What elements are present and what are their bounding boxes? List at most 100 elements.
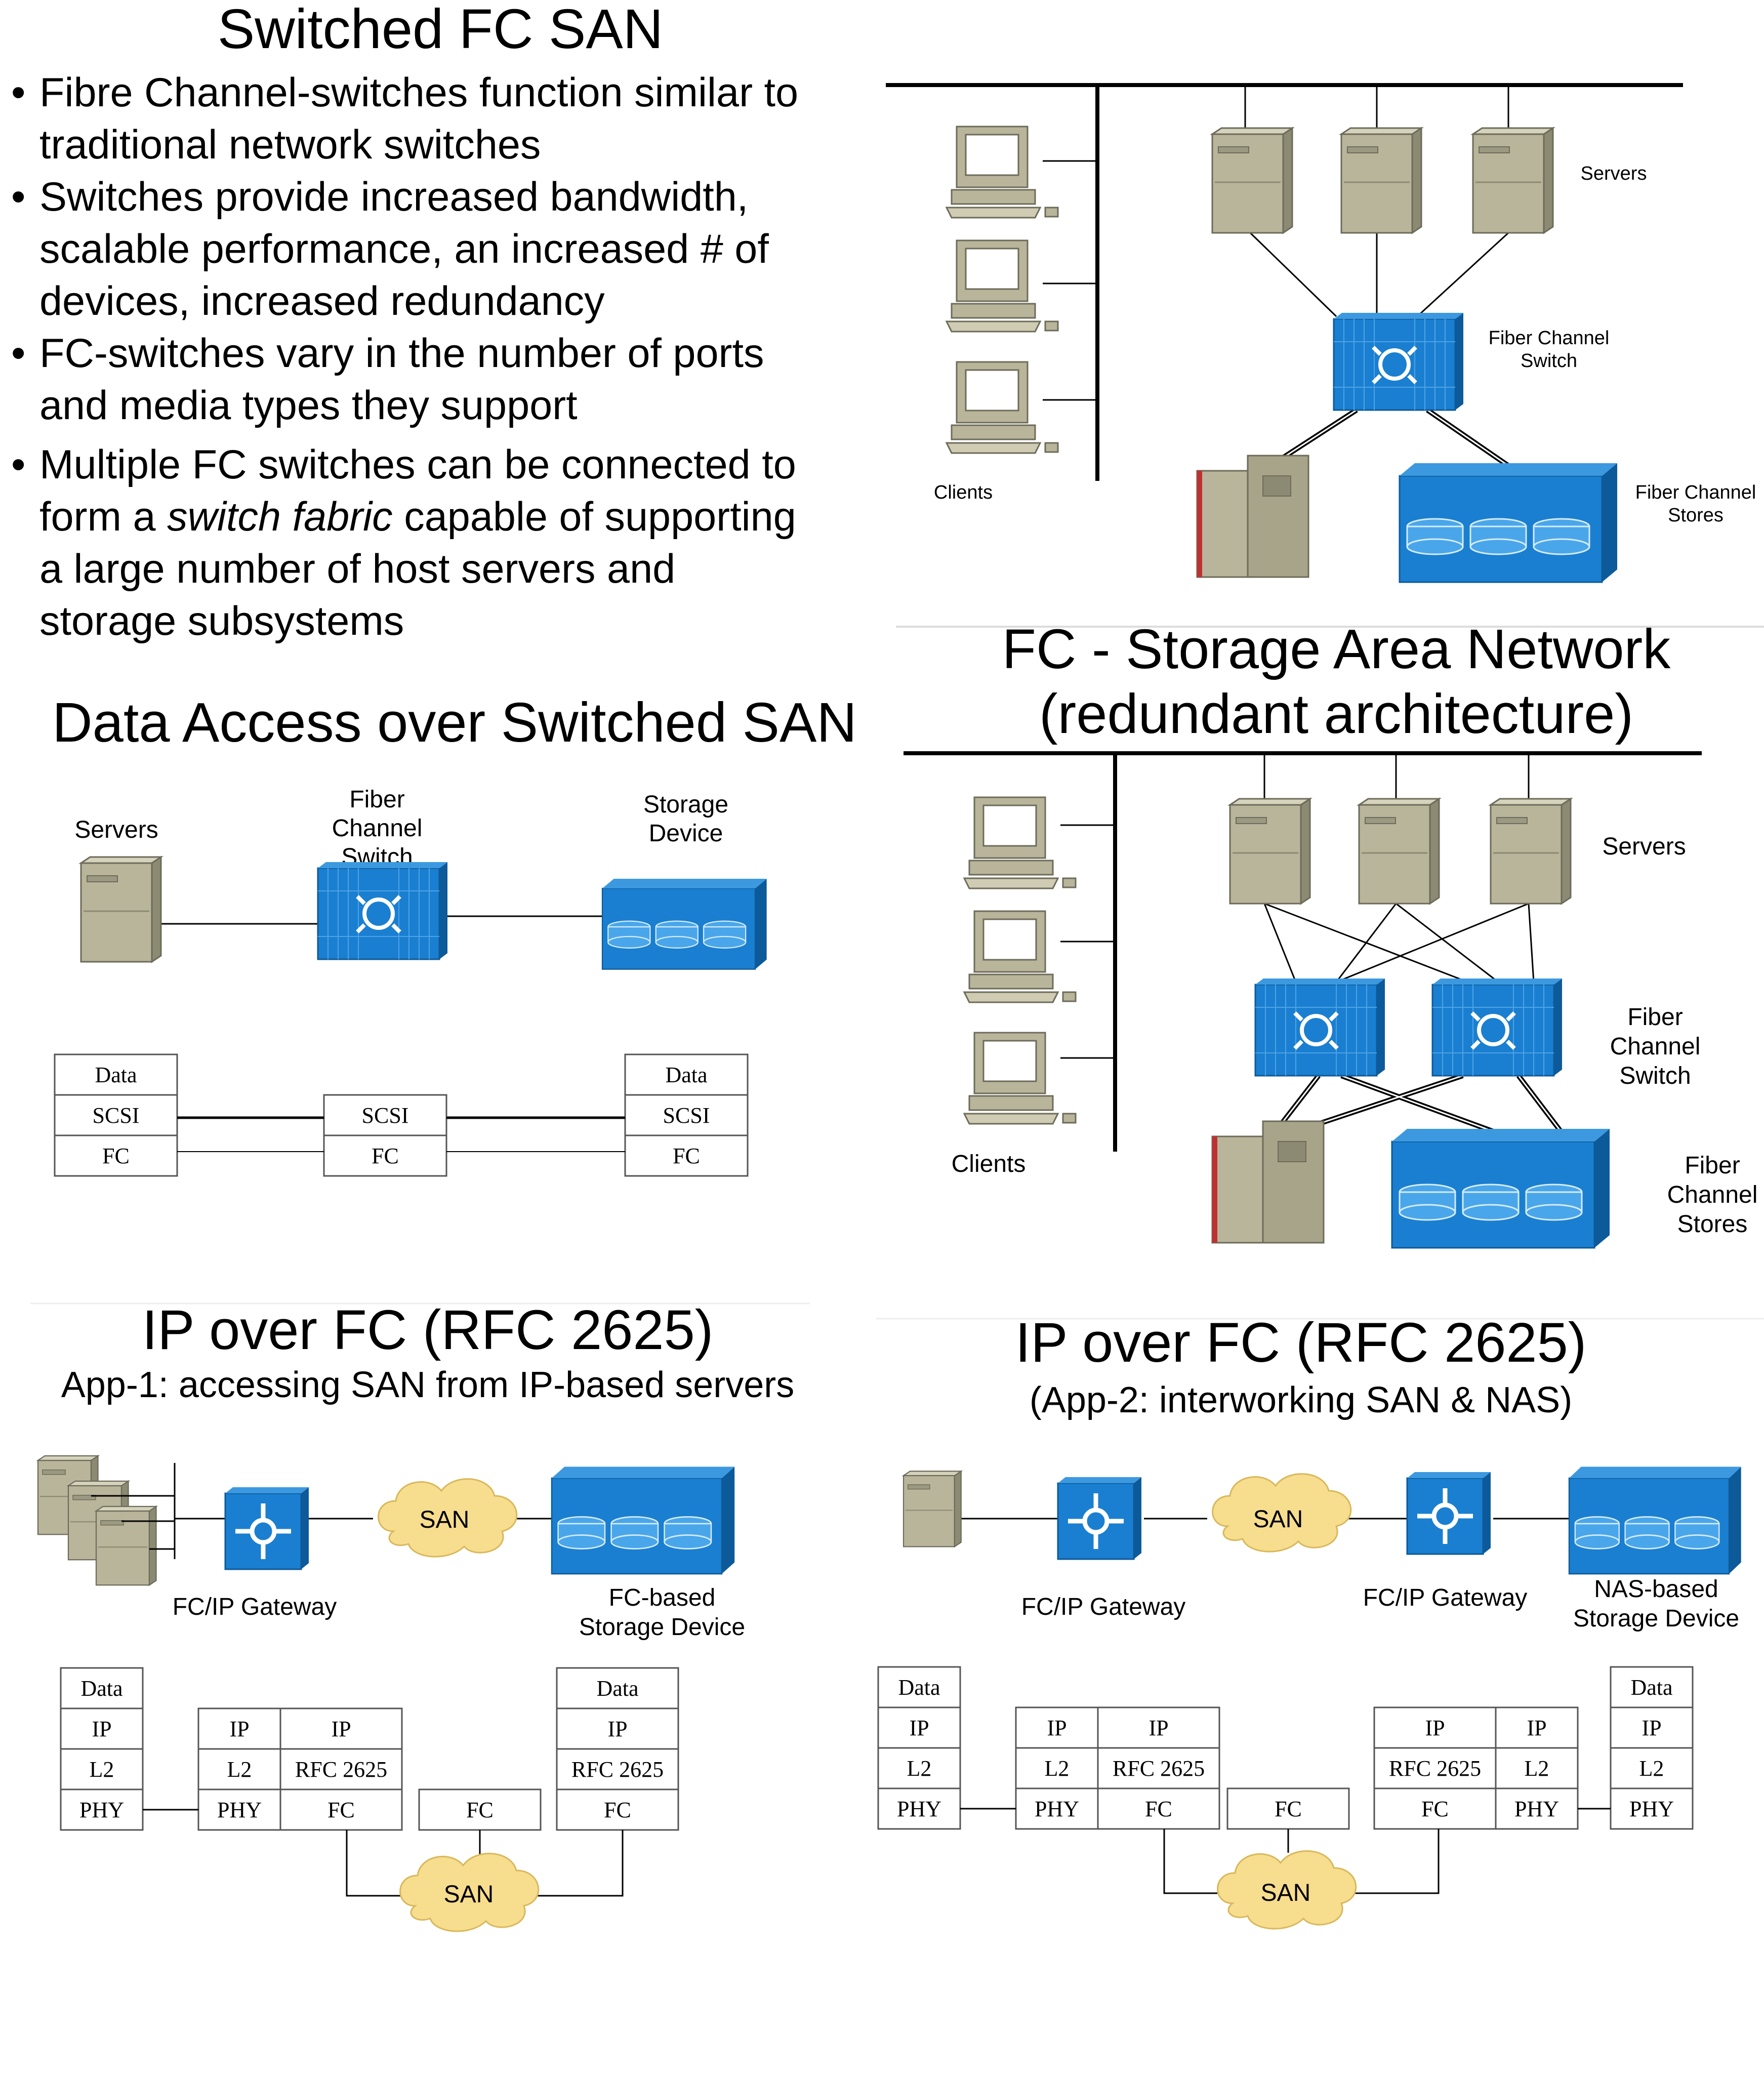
- client-pc-icon: [963, 796, 1077, 889]
- stack-cell: FC: [1421, 1797, 1449, 1821]
- stack-cell: IP: [909, 1716, 929, 1740]
- bullet2-line2: scalable performance, an increased # of: [39, 226, 769, 272]
- stack-cell: PHY: [1035, 1797, 1079, 1821]
- stack-cell: IP: [1527, 1716, 1546, 1740]
- stack-cell: RFC 2625: [571, 1757, 664, 1782]
- bullet-dot: •: [11, 70, 25, 115]
- stack-cell: FC: [372, 1144, 399, 1168]
- san-label: SAN: [420, 1506, 470, 1533]
- mainframe-storage-icon: [1196, 455, 1309, 578]
- stack-cell: L2: [1525, 1756, 1549, 1781]
- label-storage-line1: Storage: [643, 791, 728, 818]
- label-servers: Servers: [1602, 833, 1686, 860]
- label-stores-line3: Stores: [1677, 1211, 1748, 1238]
- san-label: SAN: [1261, 1880, 1311, 1906]
- bullet2-line1: Switches provide increased bandwidth,: [39, 174, 748, 220]
- label-servers: Servers: [74, 817, 158, 843]
- stack-cell: FC: [1275, 1797, 1302, 1821]
- server-icon: [95, 1505, 157, 1586]
- bullet-dot: •: [11, 331, 25, 376]
- bullet4-line2: form a switch fabric capable of supporti…: [39, 494, 796, 540]
- label-switch-line1: Fiber: [1627, 1004, 1683, 1031]
- stack-cell: L2: [1639, 1756, 1664, 1781]
- fc-switch-icon: [1432, 978, 1562, 1076]
- label-switch-line2: Channel: [1610, 1033, 1701, 1060]
- bullet1-line2: traditional network switches: [39, 122, 541, 168]
- stack-cell: FC: [604, 1798, 631, 1822]
- fc-ip-gateway-icon: [225, 1487, 309, 1569]
- label-clients: Clients: [934, 482, 993, 503]
- label-stores-line1: Fiber Channel: [1635, 482, 1756, 503]
- label-switch-line2: Switch: [1521, 350, 1577, 372]
- panel-redundant-san: FC - Storage Area Network (redundant arc…: [896, 618, 1764, 1249]
- client-pc-icon: [946, 239, 1059, 333]
- bullet4-line3: a large number of host servers and: [39, 546, 675, 592]
- san-label: SAN: [444, 1881, 494, 1908]
- storage-array-icon: [601, 878, 767, 970]
- stack-cell: Data: [596, 1676, 638, 1701]
- label-gateway: FC/IP Gateway: [173, 1594, 337, 1620]
- panel1-title: Switched FC SAN: [218, 0, 663, 60]
- san-label: SAN: [1253, 1506, 1303, 1533]
- bullet-dot: •: [11, 442, 25, 487]
- label-switch-line1: Fiber: [349, 786, 404, 813]
- stack-cell: Data: [665, 1063, 707, 1087]
- stack-cell: SCSI: [93, 1103, 140, 1128]
- label-servers: Servers: [1581, 163, 1647, 184]
- stack-cell: RFC 2625: [1389, 1756, 1481, 1781]
- server-icon: [1340, 127, 1422, 234]
- panel4-title-line2: (redundant architecture): [1039, 683, 1633, 745]
- storage-array-icon: [1399, 462, 1618, 583]
- server-icon: [1211, 127, 1293, 234]
- fc-switch-icon: [1255, 978, 1385, 1076]
- label-switch-line2: Channel: [332, 815, 423, 842]
- server-icon: [1472, 127, 1554, 234]
- label-storage-line2: Storage Device: [579, 1614, 745, 1641]
- fc-ip-gateway-icon: [1058, 1477, 1141, 1559]
- stack-cell: IP: [1047, 1716, 1066, 1740]
- client-pc-icon: [963, 1032, 1077, 1125]
- storage-array-icon: [1391, 1128, 1611, 1249]
- label-switch-line3: Switch: [1619, 1063, 1691, 1089]
- stack-cell: Data: [1630, 1675, 1672, 1700]
- panel6-title: IP over FC (RFC 2625): [1015, 1312, 1587, 1374]
- server-icon: [1490, 798, 1572, 905]
- client-pc-icon: [946, 126, 1059, 219]
- stack-cell: PHY: [897, 1797, 941, 1821]
- stack-cell: SCSI: [663, 1103, 710, 1128]
- stack-cell: Data: [95, 1063, 137, 1087]
- panel-switched-fc-san: Switched FC SAN • Fibre Channel-switches…: [11, 0, 798, 644]
- bullet-dot: •: [11, 174, 25, 220]
- label-stores-line2: Channel: [1667, 1181, 1758, 1208]
- label-stores-line1: Fiber: [1685, 1152, 1740, 1179]
- panel-data-access: Data Access over Switched SAN Servers Fi…: [52, 691, 857, 1177]
- panel3-title: Data Access over Switched SAN: [52, 691, 857, 754]
- bullet1-line1: Fibre Channel-switches function similar …: [39, 70, 798, 115]
- stack-cell: IP: [229, 1717, 249, 1741]
- panel5-title: IP over FC (RFC 2625): [142, 1299, 714, 1361]
- stack-cell: Data: [898, 1675, 940, 1700]
- bullet3-line2: and media types they support: [39, 383, 578, 428]
- stack-cell: RFC 2625: [1113, 1756, 1205, 1781]
- bullet4-line1: Multiple FC switches can be connected to: [39, 442, 796, 487]
- stack-cell: L2: [907, 1756, 932, 1781]
- stack-cell: L2: [90, 1757, 114, 1782]
- stack-cell: FC: [327, 1798, 355, 1822]
- stack-cell: IP: [607, 1717, 627, 1741]
- server-icon: [1229, 798, 1311, 905]
- label-stores-line2: Stores: [1668, 505, 1724, 526]
- stack-cell: IP: [92, 1717, 111, 1741]
- panel-ip-over-fc-app1: IP over FC (RFC 2625) App-1: accessing S…: [30, 1299, 810, 1932]
- label-storage-line1: NAS-based: [1594, 1576, 1718, 1603]
- panel-ip-over-fc-app2: IP over FC (RFC 2625) (App-2: interworki…: [876, 1312, 1764, 1930]
- server-icon: [902, 1471, 962, 1547]
- stack-cell: IP: [1425, 1716, 1445, 1740]
- label-storage-line2: Device: [649, 820, 723, 847]
- stack-cell: IP: [1642, 1716, 1661, 1740]
- stack-cell: FC: [1145, 1797, 1172, 1821]
- mainframe-storage-icon: [1211, 1120, 1325, 1244]
- client-pc-icon: [963, 910, 1077, 1003]
- stack-cell: L2: [1045, 1756, 1070, 1781]
- panel4-title-line1: FC - Storage Area Network: [1002, 618, 1671, 680]
